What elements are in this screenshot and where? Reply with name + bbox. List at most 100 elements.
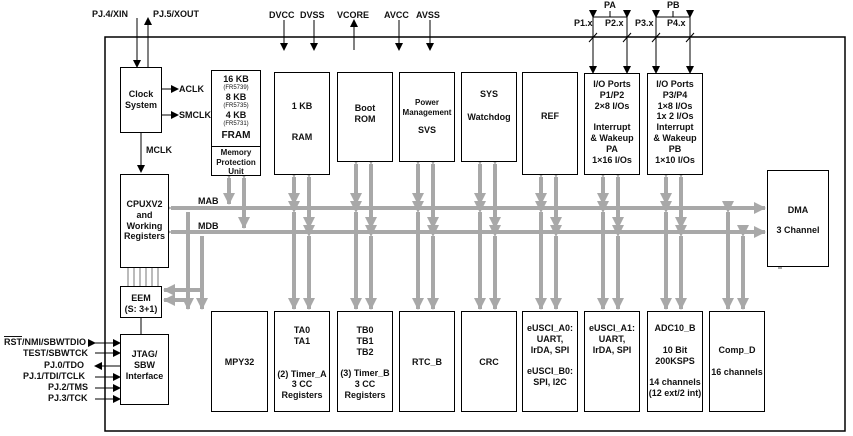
ioa-line-2: P1/P2 (599, 89, 625, 100)
adc-line-6: 14 channels (649, 377, 701, 388)
usci-a1-line-1: eUSCI_A1: (588, 323, 635, 333)
crc-block: CRC (461, 311, 517, 412)
clock-line-2: System (124, 99, 158, 110)
timer-b-block: TB0 TB1 TB2 (3) Timer_B 3 CC Registers (337, 311, 393, 412)
sys-line-2: Watchdog (467, 111, 511, 122)
rtc-b-block: RTC_B (399, 311, 455, 412)
pin-rst-rest: /NMI/SBWTDIO (22, 337, 86, 347)
fram-block: 16 KB (FR5739) 8 KB (FR5735) 4 KB (FR573… (211, 70, 261, 176)
io-ports-pb-block: I/O Ports P3/P4 1×8 I/Os 1x 2 I/Os Inter… (647, 73, 703, 175)
cpu-line-2: and (136, 209, 153, 220)
ta-line-2: TA1 (293, 335, 311, 346)
sys-watchdog-block: SYS Watchdog (461, 72, 517, 162)
dma-line-2: 3 Channel (776, 224, 820, 235)
fram-name: FRAM (221, 129, 251, 141)
signal-mclk: MCLK (146, 145, 172, 155)
pin-pb: PB (667, 0, 680, 10)
cpu-eem-links (127, 268, 159, 286)
ta-line-6: Registers (281, 390, 323, 401)
signal-smclk: SMCLK (179, 110, 211, 120)
ta-line-5: 3 CC (291, 379, 313, 390)
p1-slash (588, 32, 598, 43)
rtc-label: RTC_B (411, 357, 442, 367)
signal-mdb: MDB (198, 221, 219, 231)
power-management-block: Power Management SVS (399, 72, 455, 162)
mpu-line-1: Memory (220, 148, 252, 157)
mpu-line-3: Unit (228, 167, 244, 177)
boot-line-2: ROM (354, 113, 376, 124)
crc-label: CRC (479, 357, 499, 367)
pin-pa: PA (604, 0, 616, 10)
comp-line-3: 16 channels (711, 366, 763, 377)
signal-mab: MAB (198, 196, 219, 206)
ref-label: REF (541, 111, 559, 121)
pmm-line-2: Management (402, 107, 452, 117)
ram-name: RAM (291, 131, 313, 142)
clock-system-block: Clock System (120, 67, 162, 133)
iob-line-3: 1×8 I/Os (657, 100, 693, 111)
fram-part-5735: (FR5735) (223, 102, 249, 109)
ram-size: 1 KB (291, 101, 313, 111)
io-ports-pa-block: I/O Ports P1/P2 2×8 I/Os Interrupt & Wak… (584, 73, 640, 175)
bus-layer (160, 153, 786, 310)
usci-a0-line-2: UART, (536, 333, 564, 344)
cpu-block: CPUXV2 and Working Registers (120, 174, 169, 268)
iob-line-6: & Wakeup (653, 132, 697, 143)
p3-slash (651, 32, 661, 43)
ram-block: 1 KB RAM (274, 72, 330, 175)
ioa-line-1: I/O Ports (593, 79, 631, 89)
eusci-a0-b0-block: eUSCI_A0: UART, IrDA, SPI eUSCI_B0: SPI,… (522, 311, 578, 412)
pin-rst: RST/NMI/SBWTDIO (4, 337, 86, 347)
pin-vcore: VCORE (337, 10, 370, 20)
tb-line-2: TB1 (356, 335, 374, 346)
ioa-line-8: 1×16 I/Os (592, 154, 632, 165)
p2-slash (622, 32, 632, 43)
cpu-line-4: Registers (123, 231, 166, 242)
ioa-line-6: & Wakeup (590, 133, 634, 144)
tb-line-5: (3) Timer_B (340, 368, 390, 379)
pmm-line-3: SVS (417, 125, 436, 136)
fram-size-16: 16 KB (223, 74, 249, 84)
usci-a1-line-2: UART, (598, 333, 626, 344)
fram-part-5731: (FR5731) (223, 120, 249, 127)
p4-slash (685, 32, 695, 43)
pin-dvcc: DVCC (269, 10, 295, 20)
tb-line-7: Registers (344, 389, 386, 400)
pin-pj3: PJ.3/TCK (48, 393, 88, 403)
mpy-label: MPY32 (224, 357, 255, 367)
iob-line-8: 1×10 I/Os (655, 154, 695, 165)
tb-line-3: TB2 (356, 346, 374, 357)
usci-b0-line-2: SPI, I2C (533, 377, 567, 388)
pin-pj2: PJ.2/TMS (48, 382, 89, 392)
adc-line-1: ADC10_B (654, 323, 696, 333)
signal-aclk: ACLK (179, 84, 204, 94)
adc10-block: ADC10_B 10 Bit 200KSPS 14 channels (12 e… (647, 311, 703, 412)
pin-avss: AVSS (416, 10, 440, 20)
pin-p1x: P1.x (574, 18, 593, 28)
cpu-line-1: CPUXV2 (126, 199, 163, 209)
dma-block: DMA 3 Channel (767, 170, 829, 267)
adc-line-4: 200KSPS (655, 355, 695, 366)
mpu-block: Memory Protection Unit (211, 146, 261, 176)
usci-a0-line-3: IrDA, SPI (530, 344, 570, 355)
jtag-block: JTAG/ SBW Interface (120, 334, 169, 405)
ioa-line-3: 2×8 I/Os (594, 100, 630, 111)
timer-a-block: TA0 TA1 (2) Timer_A 3 CC Registers (274, 311, 330, 412)
pin-pj1: PJ.1/TDI/TCLK (23, 371, 86, 381)
eusci-a1-block: eUSCI_A1: UART, IrDA, SPI (584, 311, 640, 412)
chip-outline (104, 36, 846, 432)
pin-pj0: PJ.0/TDO (44, 360, 85, 370)
jtag-line-2: SBW (134, 359, 155, 370)
eem-block: EEM (S: 3+1) (120, 286, 162, 318)
usci-b0-line-1: eUSCI_B0: (526, 366, 573, 377)
ioa-line-7: PA (606, 143, 618, 154)
jtag-line-1: JTAG/ (131, 349, 158, 359)
ref-block: REF (522, 72, 578, 175)
tb-line-6: 3 CC (354, 379, 376, 390)
fram-size-8: 8 KB (225, 91, 247, 102)
pin-avcc: AVCC (384, 10, 409, 20)
fram-size-4: 4 KB (225, 109, 247, 120)
adc-line-3: 10 Bit (662, 344, 688, 355)
mpy32-block: MPY32 (211, 311, 268, 412)
ta-line-1: TA0 (293, 325, 311, 335)
